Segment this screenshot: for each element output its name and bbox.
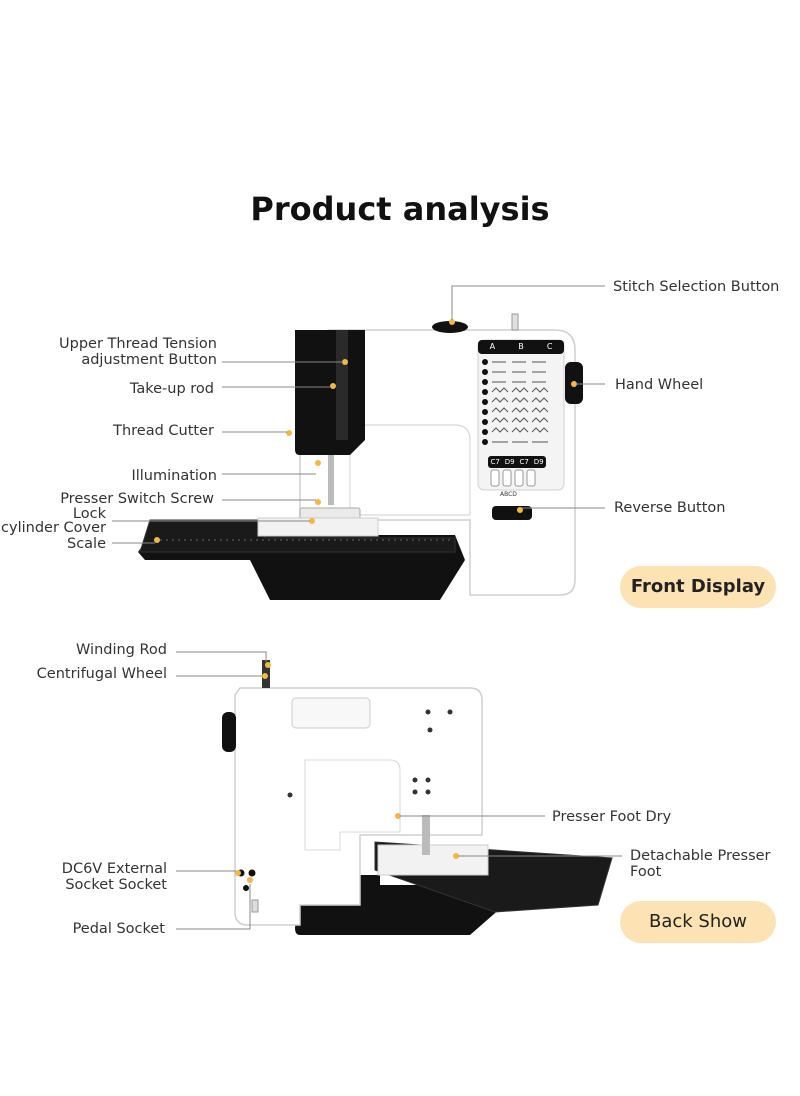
panel-col-b: B — [518, 342, 524, 351]
back-needle-bar — [422, 815, 430, 855]
label-hand-wheel: Hand Wheel — [615, 377, 704, 393]
front-arm-opening — [349, 424, 471, 516]
label-take-up-rod: Take-up rod — [129, 381, 214, 397]
label-upper-thread-2: adjustment Button — [81, 352, 217, 368]
label-reverse-button: Reverse Button — [614, 500, 726, 516]
panel-columns: A B C — [478, 341, 564, 353]
panel-code-4: D9 — [533, 458, 544, 466]
label-presser-foot-dry: Presser Foot Dry — [552, 809, 672, 825]
panel-col-a: A — [489, 342, 496, 351]
stitch-dial-shape — [432, 321, 468, 333]
front-machine — [138, 313, 583, 600]
carry-handle — [291, 697, 371, 729]
label-presser-switch-screw: Presser Switch Screw — [60, 491, 214, 507]
label-scale: Scale — [66, 536, 106, 552]
label-detachable-1: Detachable Presser — [630, 848, 771, 864]
stitch-code-bar — [488, 456, 546, 468]
front-leader-lines — [112, 285, 605, 544]
label-centrifugal-wheel: Centrifugal Wheel — [36, 666, 167, 682]
back-screws — [287, 709, 453, 798]
centrifugal-wheel-shape — [222, 712, 236, 752]
back-needle-plate — [377, 844, 489, 876]
back-machine — [222, 660, 613, 935]
needle-plate — [257, 517, 379, 537]
back-arm-opening — [304, 759, 401, 851]
label-illumination: Illumination — [131, 468, 217, 484]
needle-bar — [328, 455, 334, 505]
label-stitch-selection: Stitch Selection Button — [613, 279, 780, 295]
panel-code-2: D9 — [504, 458, 515, 466]
label-winding-rod: Winding Rod — [76, 642, 167, 658]
label-pedal-socket: Pedal Socket — [72, 921, 165, 937]
label-cylinder-cover: cylinder Cover — [1, 520, 106, 536]
panel-code-1: C7 — [490, 458, 500, 466]
panel-col-c: C — [546, 342, 553, 351]
label-thread-cutter: Thread Cutter — [113, 423, 214, 439]
selector-buttons — [490, 469, 536, 487]
badge-front-display: Front Display — [620, 566, 776, 608]
page-title: Product analysis — [250, 190, 550, 228]
stitch-patterns — [491, 361, 549, 443]
label-lock: Lock — [72, 506, 106, 522]
back-markers — [235, 662, 459, 883]
label-dc6v-1: DC6V External — [61, 861, 167, 877]
label-detachable-2: Foot — [630, 864, 662, 880]
pedal-socket-shape — [251, 899, 259, 913]
stitch-panel-header — [478, 340, 564, 354]
badge-back-show: Back Show — [620, 901, 776, 943]
panel-code-3: C7 — [519, 458, 529, 466]
front-head — [295, 330, 365, 455]
label-upper-thread-1: Upper Thread Tension — [59, 336, 217, 352]
label-dc6v-2: Socket Socket — [65, 877, 167, 893]
panel-codes: C7 D9 C7 D9 — [488, 457, 546, 467]
spool-pin — [511, 313, 519, 331]
stitch-number-dots — [482, 359, 488, 445]
take-up-rod-slot — [336, 330, 348, 440]
panel-abcd: ABCD — [500, 491, 517, 498]
front-markers — [154, 319, 577, 543]
back-leader-lines — [176, 651, 622, 930]
